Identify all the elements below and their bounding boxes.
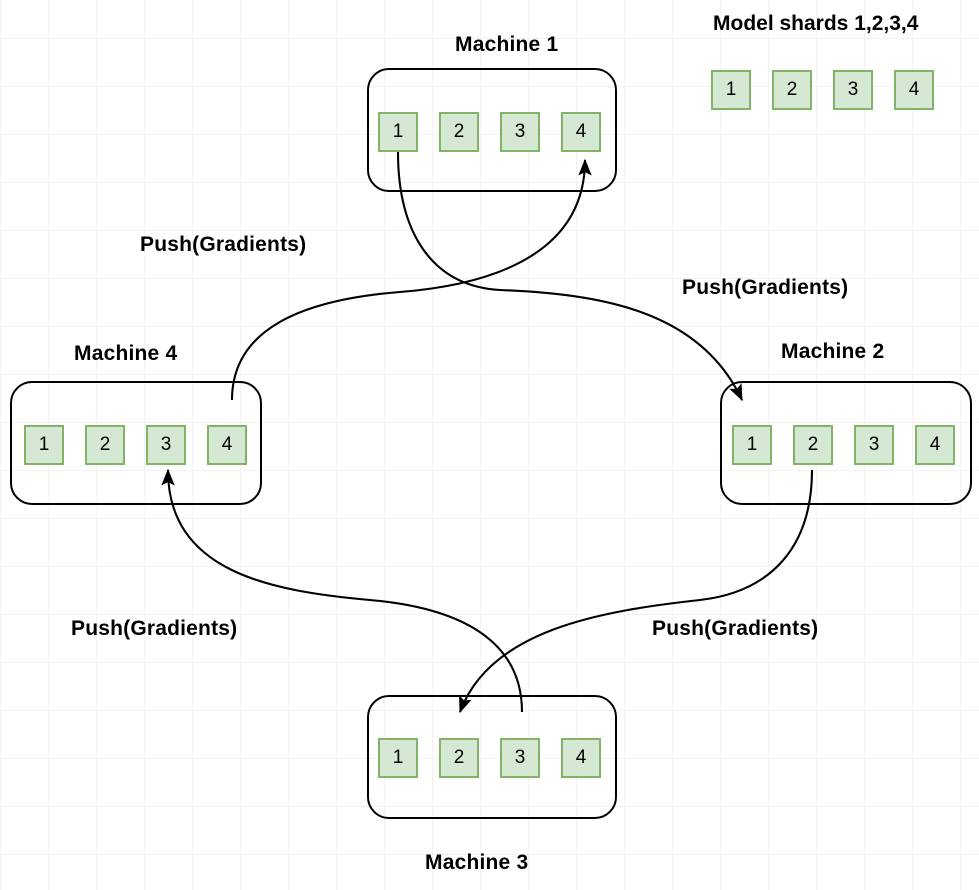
machine-2-shard-2: 2 <box>793 425 833 465</box>
machine-4-shard-1: 1 <box>24 425 64 465</box>
machine-1-shard-1: 1 <box>378 112 418 152</box>
machine-1-shard-group: 1 2 3 4 <box>378 112 601 152</box>
legend-title: Model shards 1,2,3,4 <box>713 12 919 35</box>
push-gradients-label-bottom-right: Push(Gradients) <box>652 617 819 640</box>
legend-shard-group: 1 2 3 4 <box>711 70 934 110</box>
machine-1-shard-2: 2 <box>439 112 479 152</box>
legend-shard: 4 <box>894 70 934 110</box>
machine-3-shard-1: 1 <box>378 738 418 778</box>
push-gradients-label-top-right: Push(Gradients) <box>682 276 849 299</box>
legend-shard: 3 <box>833 70 873 110</box>
machine-4-label: Machine 4 <box>74 342 178 365</box>
machine-3-shard-group: 1 2 3 4 <box>378 738 601 778</box>
machine-4-shard-3: 3 <box>146 425 186 465</box>
push-gradients-label-top-left: Push(Gradients) <box>140 233 307 256</box>
machine-3-label: Machine 3 <box>425 851 529 874</box>
machine-4-shard-4: 4 <box>207 425 247 465</box>
machine-4-box <box>10 381 262 505</box>
machine-2-shard-4: 4 <box>915 425 955 465</box>
push-gradients-label-bottom-left: Push(Gradients) <box>71 617 238 640</box>
machine-3-shard-4: 4 <box>561 738 601 778</box>
machine-1-shard-4: 4 <box>561 112 601 152</box>
legend-shard: 1 <box>711 70 751 110</box>
machine-3-shard-3: 3 <box>500 738 540 778</box>
machine-3-box <box>367 695 617 819</box>
machine-1-box <box>367 68 617 192</box>
machine-2-shard-group: 1 2 3 4 <box>732 425 955 465</box>
machine-2-label: Machine 2 <box>781 340 885 363</box>
edge-m2s2-to-m3s2 <box>459 469 814 714</box>
machine-4-shard-2: 2 <box>85 425 125 465</box>
machine-1-label: Machine 1 <box>455 33 559 56</box>
machine-2-shard-1: 1 <box>732 425 772 465</box>
edge-m4s4-to-m1s4 <box>230 158 592 401</box>
edge-m3s3-to-m4s3 <box>161 468 524 713</box>
machine-2-shard-3: 3 <box>854 425 894 465</box>
legend-shard: 2 <box>772 70 812 110</box>
machine-1-shard-3: 3 <box>500 112 540 152</box>
machine-4-shard-group: 1 2 3 4 <box>24 425 247 465</box>
machine-3-shard-2: 2 <box>439 738 479 778</box>
machine-2-box <box>720 381 972 505</box>
